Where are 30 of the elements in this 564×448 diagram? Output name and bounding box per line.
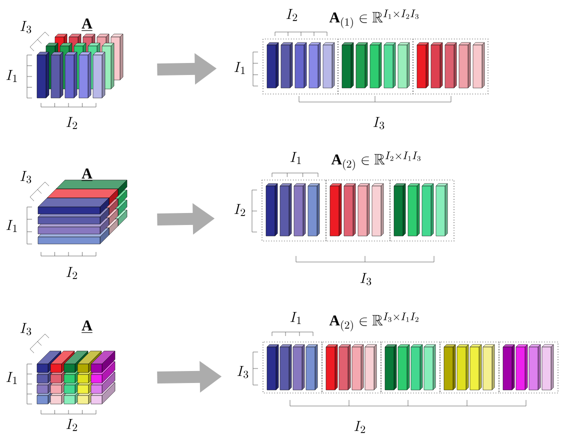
tensor-label: $\underline{\mathbf{A}}$ [82,168,92,181]
axis-label: $I_1$ [290,152,301,164]
axis-label: $I_1$ [234,62,245,74]
formula-label: $\mathbf{A}_{(2)} \in \mathbb{R}^{I_3 \times I_1 I_2}$ [329,312,418,332]
axis-label: $I_3$ [20,171,32,184]
axis-label: $I_1$ [6,220,17,232]
tensor-drawing [36,34,124,98]
axis-label: $I_3$ [20,21,32,34]
formula-label: $\mathbf{A}_{(2)} \in \mathbb{R}^{I_2 \times I_1 I_3}$ [331,152,420,170]
axis-label: $I_1$ [6,372,17,384]
matrix-drawing [262,180,454,242]
axis-label: $I_2$ [66,267,78,279]
axis-label: $I_2$ [354,421,366,433]
axis-label: $I_3$ [374,117,384,130]
tensor-label: $\underline{\mathbf{A}}$ [82,18,92,31]
axis-label: $I_3$ [238,366,248,378]
axis-label: $I_1$ [290,312,301,324]
axis-label: $I_2$ [66,419,78,431]
axis-label: $I_1$ [6,70,17,82]
matrix-drawing [262,38,488,94]
axis-label: $I_3$ [20,323,32,336]
matrix-drawing [262,342,558,394]
axis-label: $I_3$ [360,273,372,286]
axis-label: $I_2$ [234,204,246,216]
tensor-drawing [36,350,116,404]
axis-label: $I_2$ [286,9,298,21]
tensor-label: $\underline{\mathbf{A}}$ [82,320,92,333]
tensor-drawing [38,180,128,244]
axis-label: $I_2$ [66,117,78,129]
formula-label: $\mathbf{A}_{(1)} \in \mathbb{R}^{I_1 \times I_2 I_3}$ [329,10,418,28]
